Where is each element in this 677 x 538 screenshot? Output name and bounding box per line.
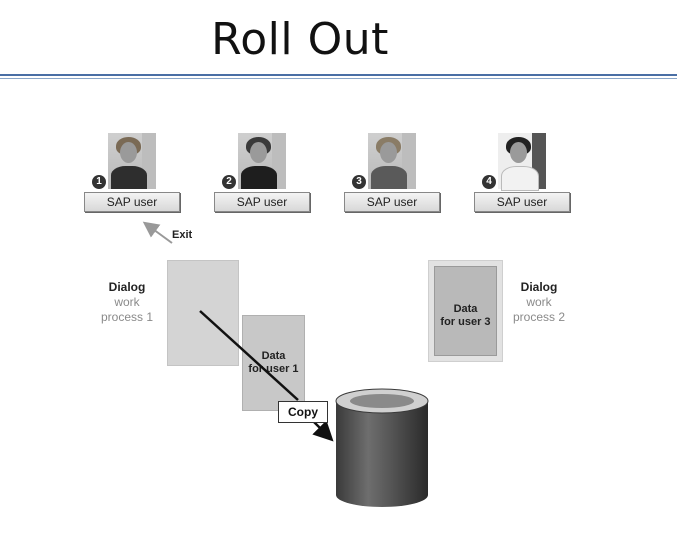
user-photo-icon <box>238 133 286 189</box>
user-number-badge: 3 <box>352 175 366 189</box>
sap-user-4: 4 SAP user <box>474 133 570 215</box>
dialog-wp1-label: Dialog work process 1 <box>100 280 154 324</box>
user-photo-icon <box>368 133 416 189</box>
sap-user-1: 1 SAP user <box>84 133 180 215</box>
sap-user-button[interactable]: SAP user <box>214 192 310 212</box>
user-number-badge: 2 <box>222 175 236 189</box>
sap-user-button[interactable]: SAP user <box>344 192 440 212</box>
title-rule <box>0 74 677 76</box>
exit-arrow-icon <box>142 221 173 244</box>
dialog-wp2-label: Dialog work process 2 <box>512 280 566 324</box>
copy-label: Copy <box>278 401 328 423</box>
user-photo-icon <box>498 133 546 191</box>
user-number-badge: 1 <box>92 175 106 189</box>
copy-arrow-icon <box>311 419 334 442</box>
data-for-user-3: Data for user 3 <box>434 266 497 356</box>
sap-user-button[interactable]: SAP user <box>474 192 570 212</box>
sap-user-3: 3 SAP user <box>344 133 440 215</box>
title-rule-light <box>0 78 677 79</box>
database-cylinder-icon <box>335 388 429 507</box>
flow-line <box>199 310 299 401</box>
exit-label: Exit <box>172 229 193 241</box>
sap-user-button[interactable]: SAP user <box>84 192 180 212</box>
data-for-user-1: Data for user 1 <box>242 315 305 411</box>
page-title: Roll Out <box>211 14 389 65</box>
dialog-work-process-2: Data for user 3 <box>428 260 503 362</box>
sap-user-2: 2 SAP user <box>214 133 310 215</box>
user-photo-icon <box>108 133 156 189</box>
user-number-badge: 4 <box>482 175 496 189</box>
